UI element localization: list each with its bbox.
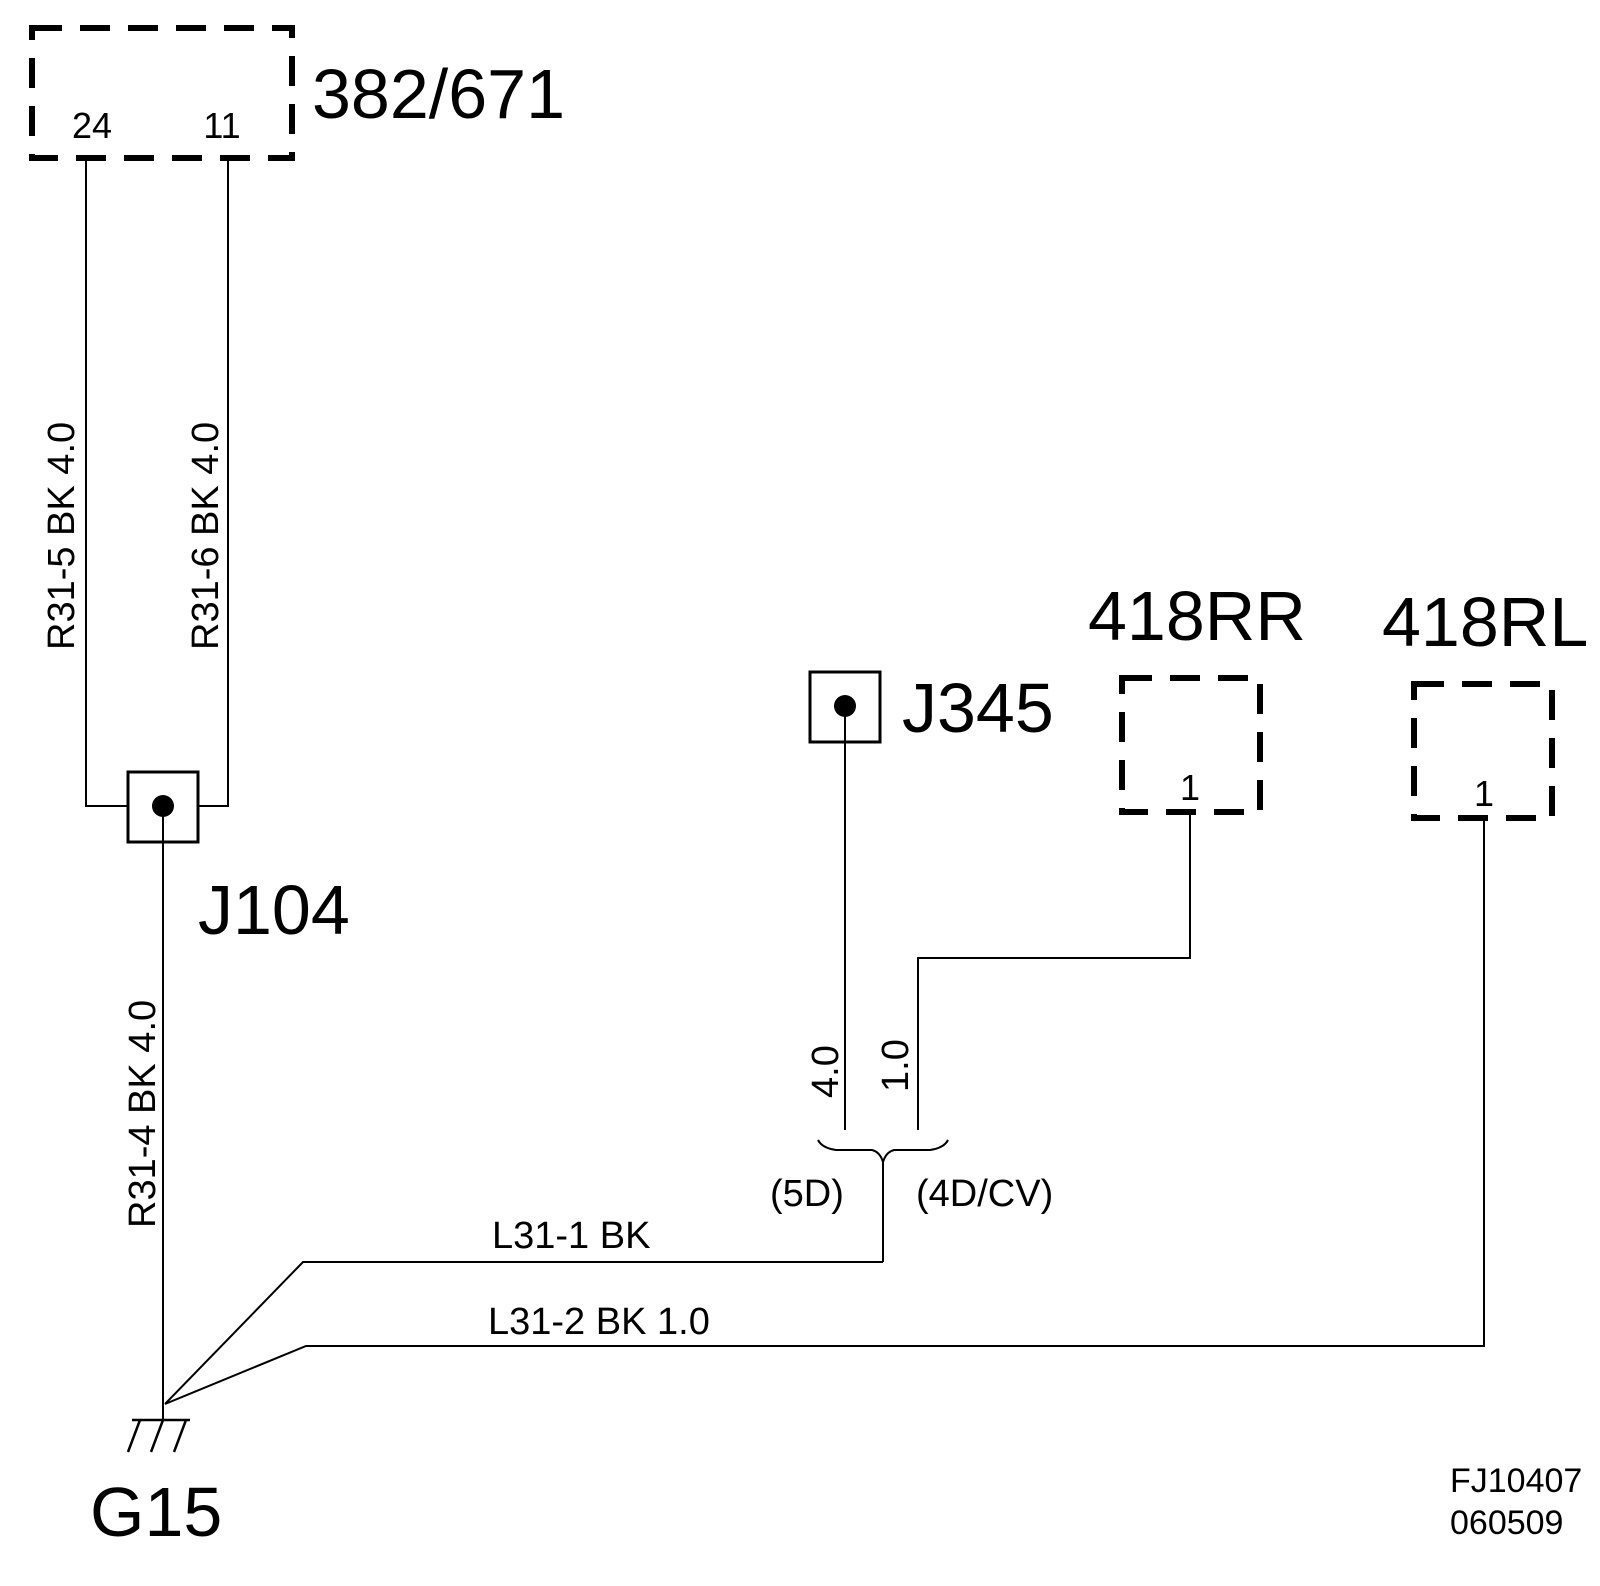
reference-code: FJ10407 <box>1450 1462 1582 1500</box>
wire-4d-cv-branch <box>917 812 1191 1130</box>
component-418rl-label: 418RL <box>1382 583 1588 661</box>
wire-size-4-0-label: 4.0 <box>805 1045 847 1098</box>
wire-l31-2-label: L31-2 BK 1.0 <box>488 1301 710 1343</box>
ground-hatch-1 <box>126 1419 142 1453</box>
splice-j104-label: J104 <box>198 871 350 949</box>
ground-hatch-3 <box>172 1419 188 1453</box>
wire-l31-1 <box>164 1261 883 1405</box>
component-418rr: 1 <box>1119 675 1263 815</box>
variant-brace <box>817 1139 949 1166</box>
component-382-671: 24 11 <box>29 25 295 161</box>
reference-date: 060509 <box>1450 1504 1563 1542</box>
component-418rr-label: 418RR <box>1088 577 1306 655</box>
pin-24-label: 24 <box>72 105 112 146</box>
wire-l31-2 <box>164 818 1485 1405</box>
pin-11-label: 11 <box>203 105 240 146</box>
wire-r31-6-label: R31-6 BK 4.0 <box>185 422 227 650</box>
component-382-671-label: 382/671 <box>312 55 565 133</box>
splice-j345-label: J345 <box>902 669 1054 747</box>
component-418rr-pin-label: 1 <box>1180 767 1200 808</box>
variant-5d-label: (5D) <box>770 1173 844 1215</box>
wire-r31-5-label: R31-5 BK 4.0 <box>41 422 83 650</box>
wire-r31-4-label: R31-4 BK 4.0 <box>122 1000 164 1228</box>
wire-size-1-0-label: 1.0 <box>875 1039 917 1092</box>
wire-l31-1-label: L31-1 BK <box>492 1215 650 1257</box>
wire-r31-6 <box>198 158 229 807</box>
wire-r31-5 <box>85 158 128 807</box>
ground-symbol <box>126 1404 190 1453</box>
ground-g15-label: G15 <box>90 1473 222 1551</box>
component-418rl: 1 <box>1411 681 1555 821</box>
component-418rl-pin-label: 1 <box>1474 773 1494 814</box>
variant-4d-cv-label: (4D/CV) <box>916 1173 1053 1215</box>
ground-hatch-2 <box>149 1419 165 1453</box>
